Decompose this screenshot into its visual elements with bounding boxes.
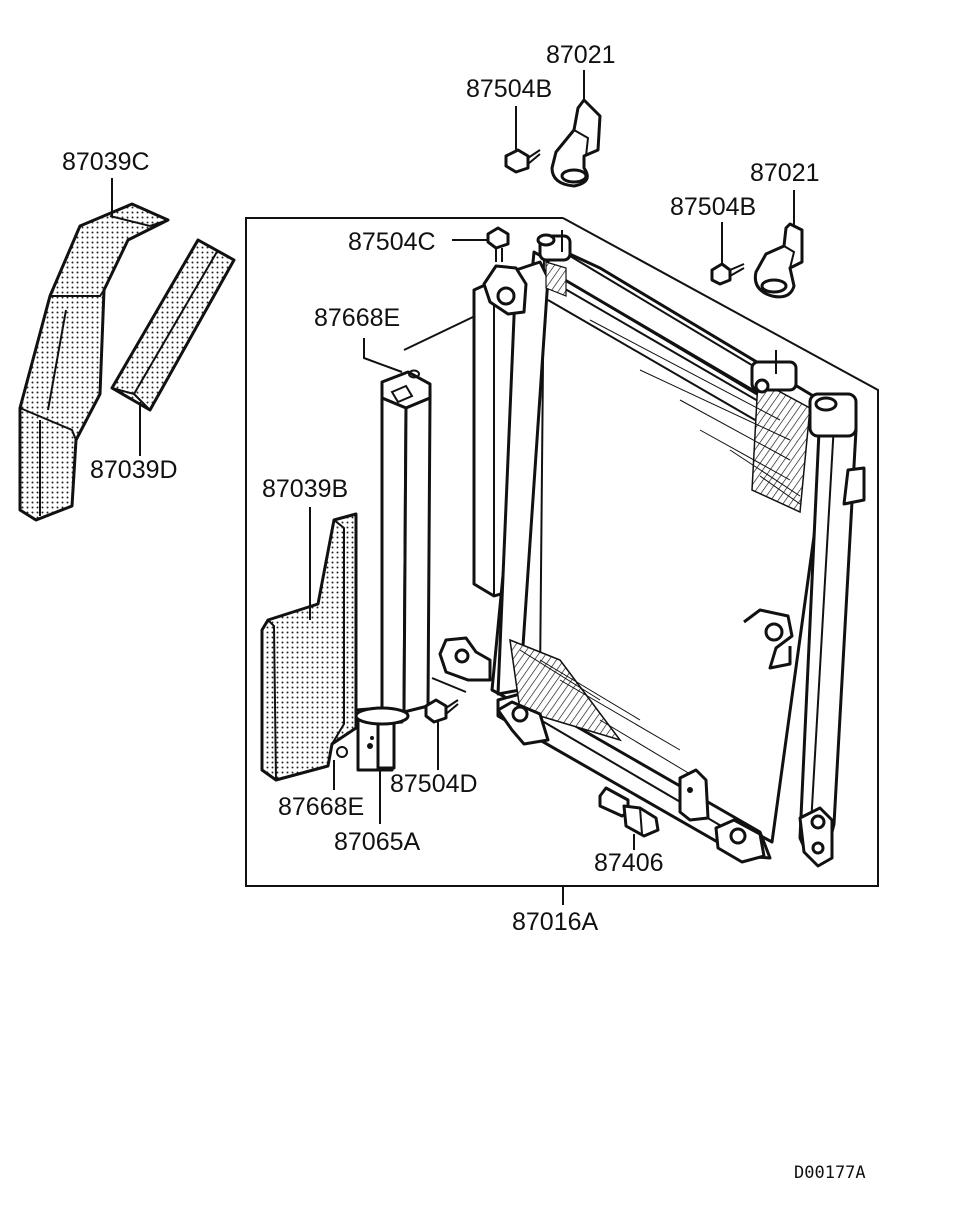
pressure-switch-87406 — [598, 786, 660, 838]
condenser-core — [431, 230, 866, 868]
label-87021-right: 87021 — [750, 159, 820, 187]
label-87668e-bottom: 87668E — [278, 793, 364, 821]
bottom-mount-right — [714, 392, 858, 868]
label-87504c: 87504C — [348, 228, 436, 256]
o-ring-top — [408, 369, 420, 379]
label-87504d: 87504D — [390, 770, 478, 798]
side-mount-right — [743, 608, 794, 670]
label-87039d: 87039D — [90, 456, 178, 484]
label-87406: 87406 — [594, 849, 664, 877]
bottom-mount-left — [496, 700, 550, 746]
seal-87039b — [260, 512, 358, 782]
bracket-87021-right — [753, 222, 804, 299]
label-87504b-right: 87504B — [670, 193, 756, 221]
top-boss-left — [536, 230, 572, 262]
label-87065a: 87065A — [334, 828, 421, 856]
label-87504b-top: 87504B — [466, 75, 552, 103]
seal-87039d — [110, 238, 236, 412]
diagram-code: D00177A — [794, 1163, 866, 1183]
bolt-87504b-top — [504, 148, 541, 174]
bolt-87504b-right — [710, 262, 745, 286]
bolt-87504c — [486, 226, 510, 262]
condenser-fins — [519, 319, 801, 781]
condenser-assembly-frame — [245, 217, 879, 905]
bottom-bracket — [678, 768, 710, 822]
receiver-bracket-lower — [431, 636, 492, 693]
seal-87039c — [18, 202, 170, 522]
label-87016a: 87016A — [512, 908, 599, 936]
bolt-87504d — [424, 698, 459, 724]
top-boss-right — [750, 350, 798, 394]
label-87039b: 87039B — [262, 475, 348, 503]
receiver-bracket-upper — [482, 264, 528, 316]
label-87021-top: 87021 — [546, 41, 616, 69]
label-87668e-top: 87668E — [314, 304, 400, 332]
o-ring-bottom — [336, 746, 348, 758]
label-87039c: 87039C — [62, 148, 150, 176]
bracket-87021-top — [550, 98, 602, 188]
receiver-drier-87065a — [354, 370, 432, 772]
